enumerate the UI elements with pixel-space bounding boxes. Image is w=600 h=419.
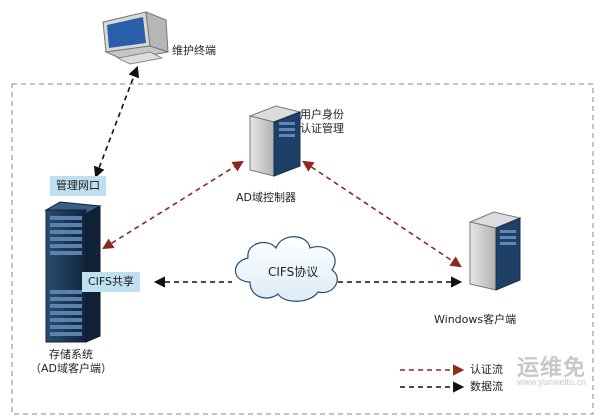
auth-server-icon: [248, 105, 302, 177]
auth-flow-ad-windows: [302, 160, 462, 268]
cloud-label: CIFS协议: [268, 265, 319, 279]
windows-client-label: Windows客户端: [434, 313, 517, 326]
watermark-url: www.yunweitu.cn: [516, 377, 586, 387]
network-boundary: [11, 83, 594, 415]
management-port-tag: 管理网口: [50, 176, 106, 196]
auth-server-label: 用户身份 认证管理: [300, 108, 344, 135]
storage-label: 存储系统 （AD域客户端）: [30, 348, 112, 375]
terminal-label: 维护终端: [172, 44, 216, 57]
ad-controller-label: AD域控制器: [236, 191, 296, 204]
maintenance-terminal-icon: [102, 11, 169, 65]
auth-flow-storage-ad: [102, 160, 244, 250]
terminal-link-arrow: [93, 65, 140, 179]
storage-system-icon: [44, 201, 102, 343]
legend-auth-label: 认证流: [470, 363, 503, 376]
legend-data-label: 数据流: [470, 380, 503, 393]
cifs-share-tag: CIFS共享: [82, 272, 141, 292]
watermark-brand: 运维免: [516, 355, 586, 380]
windows-client-icon: [468, 211, 522, 291]
